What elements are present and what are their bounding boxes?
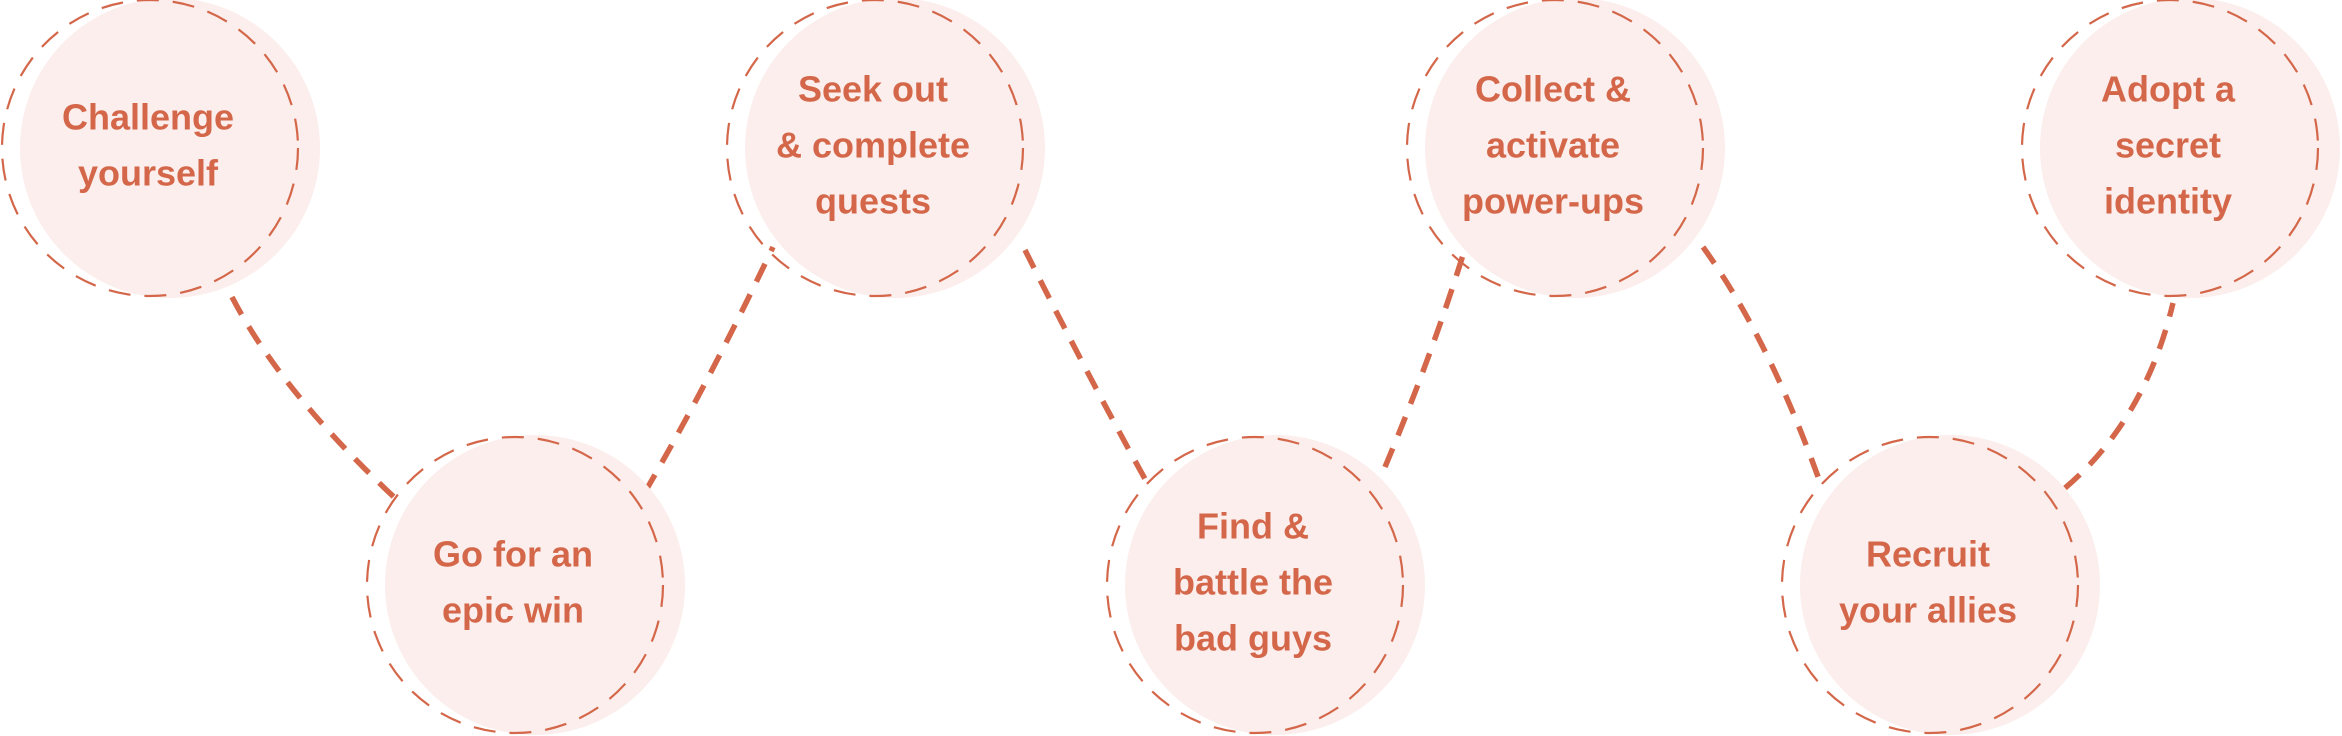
connector-5 — [1700, 245, 1825, 489]
step-circle-fill — [745, 0, 1045, 298]
step-circle-fill — [1125, 435, 1425, 735]
step-label-line: battle the — [1173, 562, 1333, 603]
step-label-line: Go for an — [433, 534, 593, 575]
step-circle-dashed-ring — [1405, 0, 1705, 298]
step-label-line: Seek out — [798, 69, 948, 110]
step-circle-dashed-ring — [365, 435, 665, 735]
step-label-line: quests — [815, 181, 931, 222]
step-circle-fill — [2040, 0, 2340, 298]
step-circle-dashed-ring — [725, 0, 1025, 298]
step-label-line: Adopt a — [2101, 69, 2236, 110]
step-label-line: Collect & — [1475, 69, 1631, 110]
step-label-line: activate — [1486, 125, 1620, 166]
step-circle-dashed-ring — [1780, 435, 2080, 735]
connector-layer — [229, 245, 2176, 501]
step-circle-fill — [1800, 435, 2100, 735]
connector-2 — [642, 245, 776, 494]
step-label-line: yourself — [78, 153, 219, 194]
step-node-epic-win: Go for an epic win — [365, 435, 685, 735]
connector-1 — [229, 295, 397, 501]
connector-6 — [2063, 302, 2176, 491]
step-label-line: bad guys — [1174, 618, 1332, 659]
step-circle-dashed-ring — [2020, 0, 2320, 298]
step-label-line: Find & — [1197, 506, 1309, 547]
step-label-line: Challenge — [62, 97, 234, 138]
step-node-challenge: Challenge yourself — [0, 0, 320, 298]
step-circle-fill — [385, 435, 685, 735]
step-label-line: secret — [2115, 125, 2221, 166]
step-node-quests: Seek out & complete quests — [725, 0, 1045, 298]
step-node-bad-guys: Find & battle the bad guys — [1105, 435, 1425, 735]
step-node-allies: Recruit your allies — [1780, 435, 2100, 735]
step-label-line: power-ups — [1462, 181, 1644, 222]
connector-3 — [1022, 248, 1153, 490]
step-node-power-ups: Collect & activate power-ups — [1405, 0, 1725, 298]
step-label-line: & complete — [776, 125, 970, 166]
step-circle-fill — [1425, 0, 1725, 298]
step-circle-fill — [20, 0, 320, 298]
step-label-line: identity — [2104, 181, 2232, 222]
step-label-line: Recruit — [1866, 534, 1990, 575]
connector-4 — [1382, 254, 1466, 469]
step-circle-dashed-ring — [0, 0, 300, 298]
step-label-line: your allies — [1839, 590, 2017, 631]
step-node-identity: Adopt a secret identity — [2020, 0, 2340, 298]
step-circle-dashed-ring — [1105, 435, 1405, 735]
step-label-line: epic win — [442, 590, 584, 631]
